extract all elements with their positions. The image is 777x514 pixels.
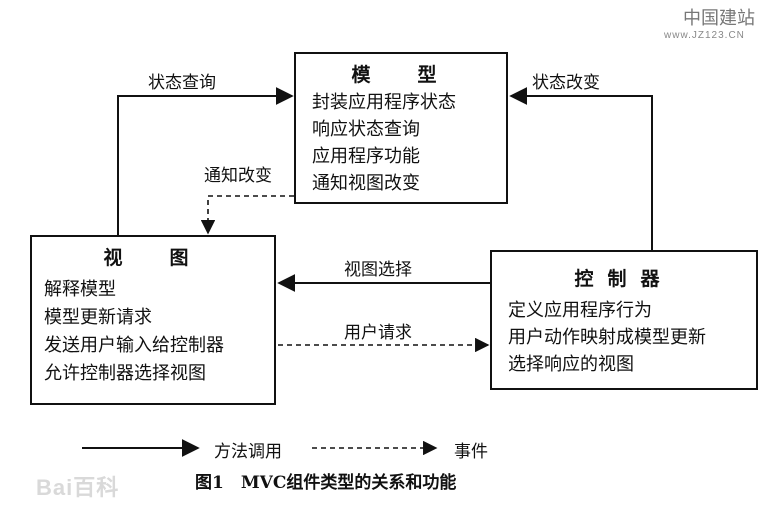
controller-line: 选择响应的视图 — [508, 354, 634, 375]
label-notify-change: 通知改变 — [204, 166, 272, 186]
model-line: 应用程序功能 — [312, 146, 420, 167]
controller-line: 用户动作映射成模型更新 — [508, 327, 706, 348]
controller-box: 控制器 定义应用程序行为 用户动作映射成模型更新 选择响应的视图 — [490, 250, 758, 390]
legend-event: 事件 — [454, 442, 488, 462]
legend-method-call: 方法调用 — [214, 442, 282, 462]
state-change-arrow — [509, 87, 653, 250]
controller-title: 控制器 — [574, 268, 674, 290]
model-box: 模 型 封装应用程序状态 响应状态查询 应用程序功能 通知视图改变 — [294, 52, 508, 204]
watermark-site-name: 中国建站 — [683, 8, 755, 28]
label-user-request: 用户请求 — [344, 323, 412, 343]
model-line: 响应状态查询 — [312, 119, 420, 140]
controller-line: 定义应用程序行为 — [508, 300, 652, 321]
model-title: 模 型 — [351, 64, 451, 86]
view-line: 允许控制器选择视图 — [44, 363, 206, 384]
label-state-query: 状态查询 — [148, 73, 216, 93]
model-line: 封装应用程序状态 — [312, 92, 456, 113]
view-line: 解释模型 — [44, 279, 116, 300]
watermark-site-url: www.JZ123.CN — [664, 30, 745, 41]
view-line: 发送用户输入给控制器 — [44, 335, 224, 356]
model-line: 通知视图改变 — [312, 173, 420, 194]
view-title: 视 图 — [103, 247, 203, 269]
figure-caption: 图1 MVC组件类型的关系和功能 — [195, 473, 457, 493]
view-line: 模型更新请求 — [44, 307, 152, 328]
label-state-change: 状态改变 — [532, 73, 600, 93]
view-box: 视 图 解释模型 模型更新请求 发送用户输入给控制器 允许控制器选择视图 — [30, 235, 276, 405]
notify-change-arrow — [200, 195, 294, 235]
watermark-bottom-logo: Bai百科 — [36, 475, 120, 500]
label-view-select: 视图选择 — [344, 260, 412, 280]
state-query-arrow — [117, 87, 294, 235]
